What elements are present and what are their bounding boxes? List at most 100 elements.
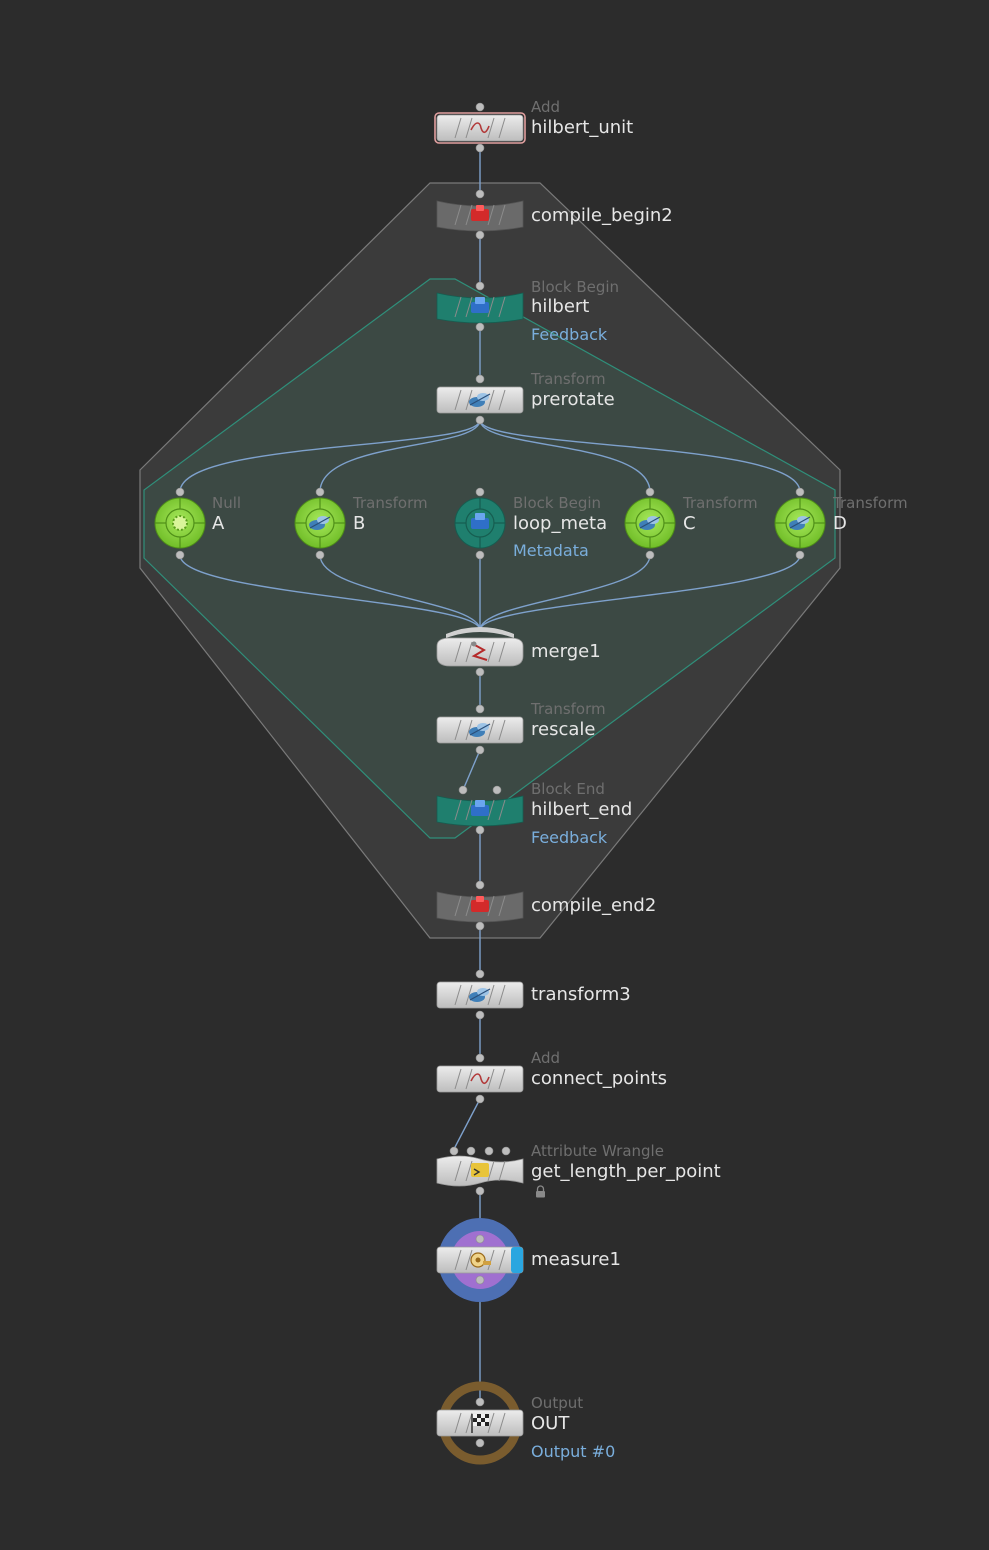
node-name-label[interactable]: OUT	[531, 1413, 570, 1434]
input-connector[interactable]	[466, 1146, 476, 1156]
input-connector[interactable]	[475, 102, 485, 112]
wire-B-to-merge1[interactable]	[319, 554, 481, 631]
node-name-label[interactable]: rescale	[531, 719, 596, 740]
node-measure1[interactable]	[436, 1218, 524, 1302]
output-connector[interactable]	[475, 1186, 485, 1196]
node-loop_meta[interactable]	[454, 487, 506, 560]
node-type-label: Block Begin	[531, 278, 620, 296]
node-name-label[interactable]: hilbert_end	[531, 799, 633, 820]
blue-block-cube-icon	[471, 513, 489, 529]
node-name-label[interactable]: C	[683, 513, 696, 534]
merge-icon	[471, 641, 488, 661]
node-body[interactable]	[436, 114, 524, 142]
input-connector[interactable]	[475, 969, 485, 979]
input-connector[interactable]	[501, 1146, 511, 1156]
display-flag[interactable]	[511, 1247, 523, 1273]
output-connector[interactable]	[475, 550, 485, 560]
node-name-label[interactable]: get_length_per_point	[531, 1161, 721, 1182]
output-connector[interactable]	[475, 825, 485, 835]
node-transform3[interactable]	[436, 969, 524, 1020]
node-D[interactable]	[774, 487, 826, 560]
node-B[interactable]	[294, 487, 346, 560]
input-connector[interactable]	[475, 1234, 485, 1244]
input-connector[interactable]	[449, 1146, 459, 1156]
output-connector[interactable]	[795, 550, 805, 560]
output-connector[interactable]	[475, 143, 485, 153]
node-name-label[interactable]: prerotate	[531, 389, 615, 410]
node-rescale[interactable]	[436, 704, 524, 755]
input-connector[interactable]	[484, 1146, 494, 1156]
lock-icon[interactable]	[535, 1185, 546, 1198]
input-connector[interactable]	[475, 704, 485, 714]
wire-prerotate-to-A[interactable]	[179, 419, 481, 493]
wire-prerotate-to-B[interactable]	[319, 419, 481, 493]
transform-icon	[639, 516, 661, 530]
output-connector[interactable]	[645, 550, 655, 560]
node-name-label[interactable]: measure1	[531, 1249, 621, 1270]
node-name-label[interactable]: B	[353, 513, 366, 534]
input-connector[interactable]	[475, 1397, 485, 1407]
node-A[interactable]	[154, 487, 206, 560]
output-connector[interactable]	[475, 921, 485, 931]
output-connector[interactable]	[475, 745, 485, 755]
node-type-label: Transform	[531, 370, 606, 388]
wire-A-to-merge1[interactable]	[179, 554, 481, 631]
output-connector[interactable]	[315, 550, 325, 560]
node-compile_begin2[interactable]	[436, 189, 524, 240]
input-connector[interactable]	[475, 487, 485, 497]
wire-connect_points-to-get_length_per_point[interactable]	[453, 1098, 481, 1150]
output-connector[interactable]	[475, 1275, 485, 1285]
output-connector[interactable]	[475, 230, 485, 240]
output-connector[interactable]	[175, 550, 185, 560]
input-connector[interactable]	[475, 281, 485, 291]
output-connector[interactable]	[475, 1438, 485, 1448]
node-name-label[interactable]: transform3	[531, 984, 631, 1005]
input-connector[interactable]	[315, 487, 325, 497]
node-get_length_per_point[interactable]	[436, 1146, 524, 1196]
input-connector[interactable]	[475, 374, 485, 384]
node-name-label[interactable]: connect_points	[531, 1068, 668, 1089]
node-hilbert_unit[interactable]	[434, 102, 526, 153]
output-connector[interactable]	[475, 322, 485, 332]
node-name-label[interactable]: merge1	[531, 641, 601, 662]
node-C[interactable]	[624, 487, 676, 560]
node-name-label[interactable]: D	[833, 513, 847, 534]
wire-rescale-to-hilbert_end[interactable]	[462, 749, 481, 791]
input-connector[interactable]	[645, 487, 655, 497]
node-name-label[interactable]: hilbert	[531, 296, 590, 317]
node-type-label: Add	[531, 98, 561, 116]
wire-C-to-merge1[interactable]	[479, 554, 651, 631]
node-body[interactable]	[436, 1065, 524, 1093]
wire-prerotate-to-D[interactable]	[479, 419, 801, 493]
node-name-label[interactable]: hilbert_unit	[531, 117, 634, 138]
input-connector[interactable]	[475, 189, 485, 199]
node-OUT[interactable]	[436, 1381, 524, 1465]
node-name-label[interactable]: compile_begin2	[531, 205, 673, 226]
wire-prerotate-to-C[interactable]	[479, 419, 651, 493]
node-name-label[interactable]: compile_end2	[531, 895, 657, 916]
input-connector[interactable]	[458, 785, 468, 795]
node-name-label[interactable]: loop_meta	[513, 513, 608, 534]
output-connector[interactable]	[475, 667, 485, 677]
node-type-label: Null	[212, 494, 242, 512]
input-connector[interactable]	[475, 1053, 485, 1063]
node-hilbert[interactable]	[436, 281, 524, 332]
node-connect_points[interactable]	[436, 1053, 524, 1104]
input-connector[interactable]	[175, 487, 185, 497]
node-comment-label: Output #0	[531, 1442, 616, 1461]
node-compile_end2[interactable]	[436, 880, 524, 931]
output-connector[interactable]	[475, 1094, 485, 1104]
node-merge1[interactable]	[436, 627, 524, 677]
node-prerotate[interactable]	[436, 374, 524, 425]
input-connector[interactable]	[492, 785, 502, 795]
input-connector[interactable]	[475, 880, 485, 890]
node-hilbert_end[interactable]	[436, 785, 524, 835]
output-connector[interactable]	[475, 1010, 485, 1020]
merge-input-bar[interactable]	[446, 627, 514, 638]
wire-D-to-merge1[interactable]	[479, 554, 801, 631]
input-connector[interactable]	[795, 487, 805, 497]
node-name-label[interactable]: A	[212, 513, 225, 534]
output-connector[interactable]	[475, 415, 485, 425]
